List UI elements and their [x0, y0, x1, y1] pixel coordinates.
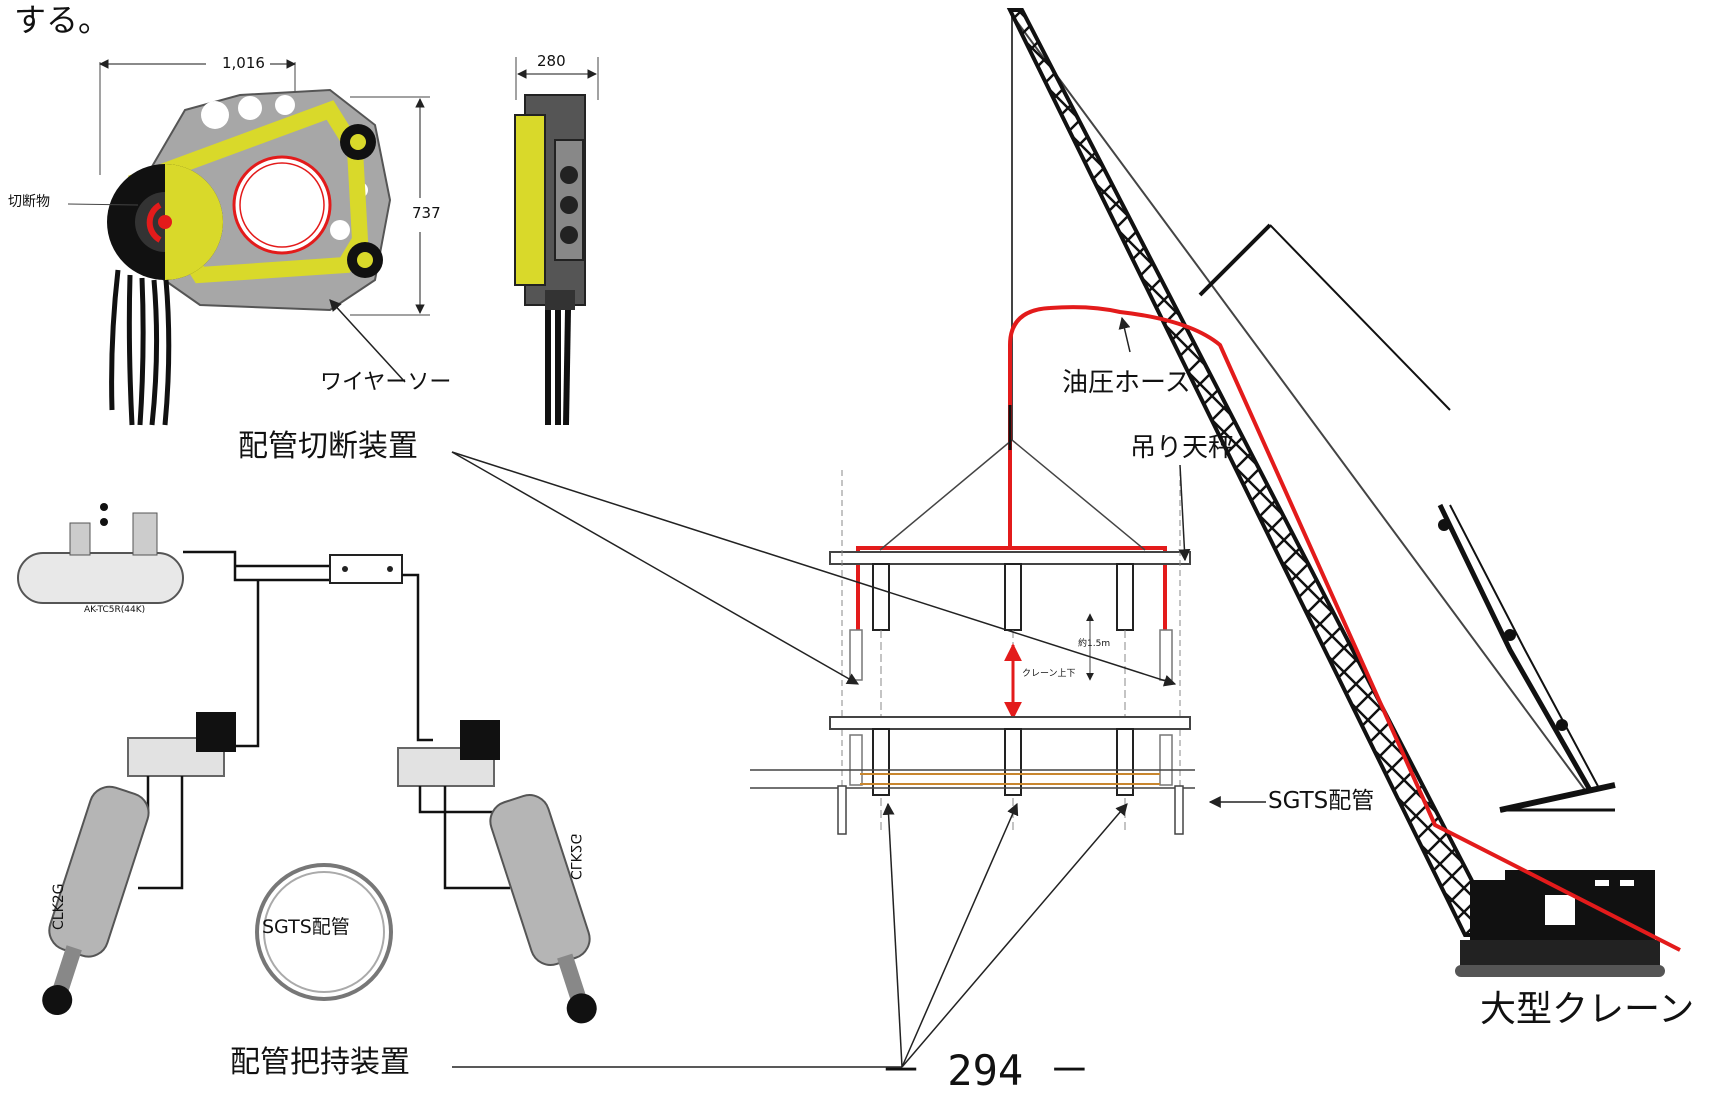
large-crane — [1006, 8, 1665, 977]
large-crane-label: 大型クレーン — [1480, 989, 1695, 1030]
lifting-frame — [829, 405, 1191, 830]
pipe-cutting-device-label: 配管切断装置 — [238, 429, 418, 464]
sgts-pipe — [750, 769, 1195, 835]
cut-object-label: 切断物 — [8, 194, 50, 210]
sgts-pipe-circle-label: SGTS配管 — [262, 916, 350, 938]
hydraulic-hose — [856, 305, 1681, 952]
cutter-height-dimension: 737 — [412, 204, 441, 222]
crane-up-down-label: クレーン上下 — [1022, 669, 1076, 679]
approx-dimension-label: 約1.5m — [1078, 639, 1111, 649]
cutter-side-width-dimension: 280 — [537, 52, 566, 70]
wire-saw-cutter-front-view — [67, 59, 430, 426]
lifting-beam-label: 吊り天秤 — [1130, 433, 1235, 463]
wire-saw-cutter-side-view — [514, 57, 599, 426]
cylinder-right-label: CLK2G — [567, 833, 583, 880]
pipe-holding-device-label: 配管把持装置 — [230, 1045, 410, 1080]
compressor-model-label: AK-TC5R(44K) — [84, 605, 146, 615]
page-number: － 294 － — [880, 1046, 1091, 1095]
cutter-width-dimension: 1,016 — [222, 54, 265, 72]
sgts-pipe-label: SGTS配管 — [1268, 788, 1375, 814]
leader-lines — [451, 316, 1266, 1068]
cylinder-left-label: CLK2G — [51, 883, 67, 930]
wire-saw-label: ワイヤーソー — [320, 370, 452, 395]
hydraulic-hose-label: 油圧ホース — [1062, 368, 1191, 398]
pneumatic-clamp-system — [17, 503, 597, 1024]
intro-fragment: する。 — [14, 1, 111, 39]
